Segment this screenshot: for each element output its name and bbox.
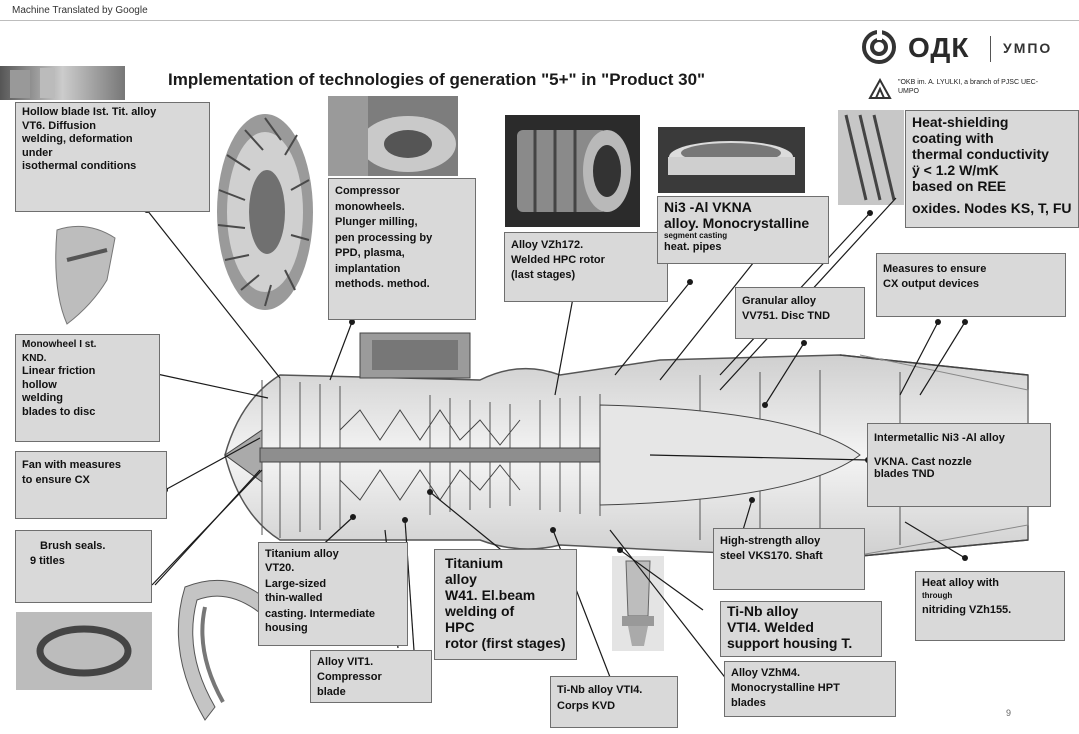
umpo-logo-text: УМПО bbox=[1003, 40, 1053, 56]
callout-hollow-blade: Hollow blade Ist. Tit. alloy VT6. Diffus… bbox=[15, 102, 210, 212]
callout-heat-shielding: Heat-shielding coating with thermal cond… bbox=[905, 110, 1079, 228]
odk-logo-text: ОДК bbox=[908, 32, 970, 63]
callout-compressor-monowheels: Compressor monowheels. Plunger milling, … bbox=[328, 178, 476, 320]
callout-titanium-w41: Titanium alloy W41. El.beam welding of H… bbox=[434, 549, 577, 660]
callout-high-strength: High-strength alloy steel VKS170. Shaft bbox=[713, 528, 865, 590]
hollow-blade-image bbox=[37, 220, 125, 328]
branch-text: "OKB im. A. LYULKI, a branch of PJSC UEC… bbox=[898, 79, 1039, 95]
callout-monowheel: Monowheel I st. KND. Linear friction hol… bbox=[15, 334, 160, 442]
callout-alloy-vit1: Alloy VIT1. Compressor blade bbox=[310, 650, 432, 703]
callout-ti-nb-housing: Ti-Nb alloy VTI4. Welded support housing… bbox=[720, 601, 882, 657]
page-number: 9 bbox=[1006, 708, 1012, 718]
slide-title: Implementation of technologies of genera… bbox=[168, 70, 706, 89]
casing-section-image bbox=[175, 572, 283, 726]
callout-fan-measures: Fan with measures to ensure CX bbox=[15, 451, 167, 519]
corner-photo bbox=[0, 66, 125, 100]
machine-translated-label: Machine Translated by Google bbox=[12, 5, 148, 16]
hpt-blade-image bbox=[612, 556, 664, 651]
fan-blisk-image bbox=[205, 110, 315, 315]
callout-ti-nb-corps: Ti-Nb alloy VTI4. Corps KVD bbox=[550, 676, 678, 728]
brush-seal-ring-image bbox=[16, 612, 152, 690]
turbine-segment-photo bbox=[838, 110, 904, 205]
branch-label: "OKB im. A. LYULKI, a branch of PJSC UEC… bbox=[868, 78, 1058, 100]
callout-titanium-vt20: Titanium alloy VT20. Large-sized thin-wa… bbox=[258, 542, 408, 646]
callout-brush-seals: Brush seals. 9 titles bbox=[15, 530, 152, 603]
callout-granular-alloy: Granular alloy VV751. Disc TND bbox=[735, 287, 865, 339]
callout-heat-alloy: Heat alloy with through nitriding VZh155… bbox=[915, 571, 1065, 641]
callout-measures-cx-output: Measures to ensure CX output devices bbox=[876, 253, 1066, 317]
translation-banner: Machine Translated by Google bbox=[0, 0, 1079, 21]
odk-ring-icon bbox=[862, 30, 896, 64]
lyulka-emblem-icon bbox=[868, 78, 892, 99]
hpc-rotor-photo bbox=[505, 115, 640, 227]
odk-logo: ОДК УМПО bbox=[860, 28, 1060, 73]
callout-alloy-vzh172: Alloy VZh172. Welded HPC rotor (last sta… bbox=[504, 232, 668, 302]
nozzle-ring-photo bbox=[658, 127, 805, 193]
compressor-photo bbox=[328, 96, 458, 176]
callout-alloy-vzhm4: Alloy VZhM4. Monocrystalline HPT blades bbox=[724, 661, 896, 717]
callout-intermetallic: Intermetallic Ni3 -Al alloy VKNA. Cast n… bbox=[867, 423, 1051, 507]
callout-ni3-vkna: Ni3 -Al VKNA alloy. Monocrystalline segm… bbox=[657, 196, 829, 264]
logo-divider bbox=[990, 36, 991, 62]
